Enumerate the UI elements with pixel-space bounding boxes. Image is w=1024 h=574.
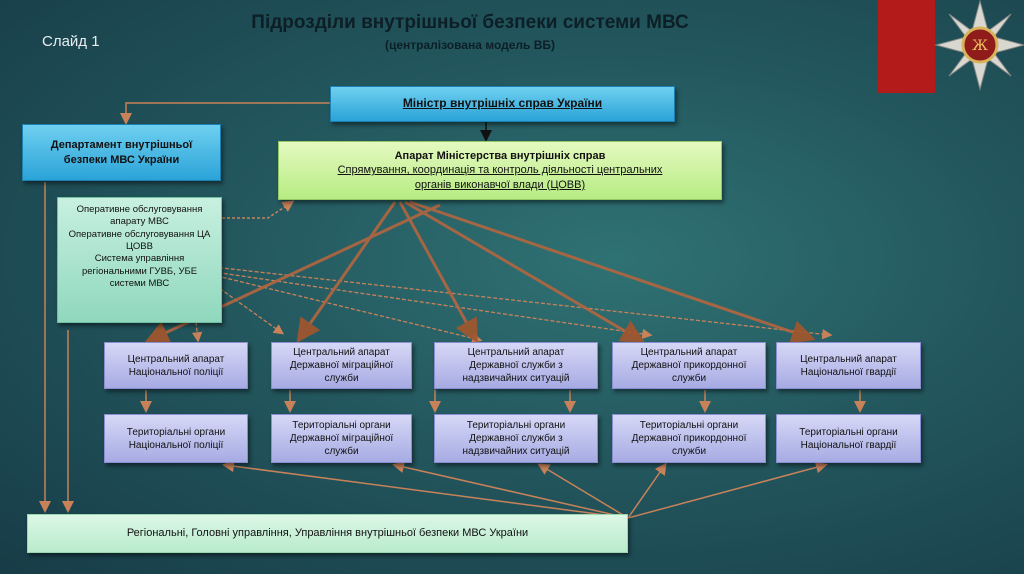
apparatus-box: Апарат Міністерства внутрішніх справ Спр… xyxy=(278,141,722,200)
territorial-border-box: Територіальні органи Державної прикордон… xyxy=(612,414,766,463)
minister-label: Міністр внутрішніх справ України xyxy=(402,96,603,111)
operations-item: Оперативне обслуговування ЦА ЦОВВ xyxy=(68,228,211,253)
territorial-police-box: Територіальні органи Національної поліці… xyxy=(104,414,248,463)
central-migration-box: Центральний апарат Державної міграційної… xyxy=(271,342,412,389)
regional-box: Регіональні, Головні управління, Управлі… xyxy=(27,514,628,553)
apparatus-description: Спрямування, координація та контроль дія… xyxy=(337,164,663,191)
department-box: Департамент внутрішньої безпеки МВС Укра… xyxy=(22,124,221,181)
central-police-box: Центральний апарат Національної поліції xyxy=(104,342,248,389)
territorial-guard-box: Територіальні органи Національної гварді… xyxy=(776,414,921,463)
operations-item: Система управління регіональними ГУВБ, У… xyxy=(81,253,198,290)
minister-to-department-line xyxy=(120,102,330,125)
operations-box: Оперативне обслуговування апарату МВС Оп… xyxy=(57,197,222,323)
territorial-emergency-box: Територіальні органи Державної служби з … xyxy=(434,414,598,463)
central-border-box: Центральний апарат Державної прикордонно… xyxy=(612,342,766,389)
territorial-migration-box: Територіальні органи Державної міграційн… xyxy=(271,414,412,463)
central-emergency-box: Центральний апарат Державної служби з на… xyxy=(434,342,598,389)
operations-item: Оперативне обслуговування апарату МВС xyxy=(76,204,203,228)
central-guard-box: Центральний апарат Національної гвардії xyxy=(776,342,921,389)
minister-box: Міністр внутрішніх справ України xyxy=(330,86,675,122)
slide-label: Слайд 1 xyxy=(42,33,100,50)
apparatus-title: Апарат Міністерства внутрішніх справ xyxy=(394,150,606,163)
page-title: Підрозділи внутрішньої безпеки системи М… xyxy=(251,12,689,33)
page-subtitle: (централізована модель ВБ) xyxy=(384,38,556,52)
red-banner xyxy=(878,0,935,93)
